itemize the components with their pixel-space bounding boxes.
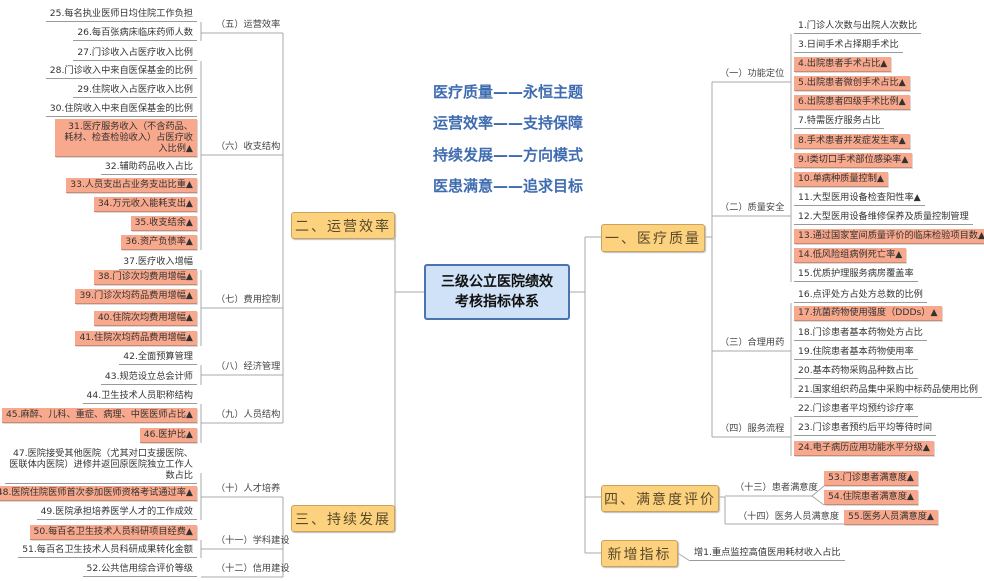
key-indicator-item[interactable]: 50.每百名卫生技术人员科研项目经费▲ (29, 525, 197, 540)
indicator-item[interactable]: 43.规范设立总会计师 (100, 370, 197, 385)
key-indicator-item[interactable]: 46.医护比▲ (139, 428, 197, 443)
group-label[interactable]: （七）费用控制 (216, 294, 281, 305)
indicator-item[interactable]: 47.医院接受其他医院（尤其对口支援医院、医联体内医院）进修并返回原医院独立工作… (5, 446, 197, 484)
key-indicator-item[interactable]: 5.出院患者微创手术占比▲ (794, 76, 910, 91)
key-indicator-item[interactable]: 53.门诊患者满意度▲ (824, 471, 918, 486)
indicator-item[interactable]: 1.门诊人次数与出院人次数比 (794, 19, 922, 34)
group-label[interactable]: （五）运营效率 (216, 19, 281, 30)
branch-quality[interactable]: 一、医疗质量 (601, 224, 705, 252)
key-indicator-item[interactable]: 48.医院住院医师首次参加医师资格考试通过率▲ (0, 486, 197, 501)
slogan-development: 持续发展——方向模式 (433, 146, 584, 164)
key-indicator-item[interactable]: 17.抗菌药物使用强度（DDDs）▲ (794, 306, 942, 321)
indicator-item[interactable]: 11.大型医用设备检查阳性率▲ (794, 191, 925, 206)
key-indicator-item[interactable]: 13.通过国家室间质量评价的临床检验项目数▲ (794, 229, 984, 244)
indicator-item[interactable]: 16.点评处方占处方总数的比例 (794, 288, 927, 303)
indicator-item[interactable]: 23.门诊患者预约后平均等待时间 (794, 421, 937, 436)
indicator-item[interactable]: 51.每百名卫生技术人员科研成果转化金额 (18, 543, 197, 558)
indicator-item[interactable]: 增1.重点监控高值医用耗材收入占比 (690, 546, 845, 561)
indicator-item[interactable]: 7.特需医疗服务占比 (794, 114, 885, 129)
key-indicator-item[interactable]: 39.门诊次均药品费用增幅▲ (75, 289, 197, 304)
indicator-item[interactable]: 3.日间手术占择期手术比 (794, 38, 903, 53)
indicator-item[interactable]: 30.住院收入中来自医保基金的比例 (45, 102, 197, 117)
group-label[interactable]: （十）人才培养 (216, 483, 281, 494)
indicator-item[interactable]: 26.每百张病床临床药师人数 (73, 26, 197, 41)
key-indicator-item[interactable]: 35.收支结余▲ (130, 216, 197, 231)
indicator-item[interactable]: 12.大型医用设备维修保养及质量控制管理 (794, 210, 973, 225)
group-label[interactable]: （八）经济管理 (216, 361, 281, 372)
indicator-item[interactable]: 44.卫生技术人员职称结构 (82, 389, 197, 404)
group-label[interactable]: （三）合理用药 (720, 337, 785, 348)
group-label[interactable]: （二）质量安全 (720, 202, 785, 213)
key-indicator-item[interactable]: 41.住院次均药品费用增幅▲ (75, 331, 197, 346)
key-indicator-item[interactable]: 6.出院患者四级手术比例▲ (794, 95, 910, 110)
root-node[interactable]: 三级公立医院绩效考核指标体系 (424, 264, 570, 320)
indicator-item[interactable]: 21.国家组织药品集中采购中标药品使用比例 (794, 383, 982, 398)
branch-operations[interactable]: 二、运营效率 (291, 212, 395, 239)
slogan-quality: 医疗质量——永恒主题 (433, 83, 584, 101)
key-indicator-item[interactable]: 45.麻醉、儿科、重症、病理、中医医师占比▲ (1, 408, 197, 423)
key-indicator-item[interactable]: 14.低风险组病例死亡率▲ (794, 248, 907, 263)
key-indicator-item[interactable]: 38.门诊次均费用增幅▲ (93, 270, 197, 285)
group-label[interactable]: （六）收支结构 (216, 141, 281, 152)
key-indicator-item[interactable]: 54.住院患者满意度▲ (824, 490, 918, 505)
connector (811, 485, 825, 497)
indicator-item[interactable]: 52.公共信用综合评价等级 (82, 562, 197, 577)
key-indicator-item[interactable]: 33.人员支出占业务支出比重▲ (66, 178, 197, 193)
indicator-item[interactable]: 25.每名执业医师日均住院工作负担 (45, 7, 197, 22)
indicator-item[interactable]: 49.医院承担培养医学人才的工作成效 (36, 505, 197, 520)
branch-development[interactable]: 三、持续发展 (291, 505, 395, 532)
key-indicator-item[interactable]: 31.医疗服务收入（不含药品、耗材、检查检验收入）占医疗收入比例▲ (55, 119, 197, 157)
indicator-item[interactable]: 15.优质护理服务病房覆盖率 (794, 267, 918, 282)
group-label[interactable]: （四）服务流程 (720, 423, 785, 434)
key-indicator-item[interactable]: 36.资产负债率▲ (121, 235, 197, 250)
branch-satisfaction[interactable]: 四、满意度评价 (601, 485, 719, 512)
group-label[interactable]: （一）功能定位 (720, 68, 785, 79)
group-label[interactable]: （十二）信用建设 (216, 563, 290, 574)
group-label[interactable]: （十三）患者满意度 (735, 482, 818, 493)
key-indicator-item[interactable]: 10.单病种质量控制▲ (794, 172, 888, 187)
key-indicator-item[interactable]: 55.医务人员满意度▲ (844, 510, 938, 525)
key-indicator-item[interactable]: 8.手术患者并发症发生率▲ (794, 134, 910, 149)
indicator-item[interactable]: 19.住院患者基本药物使用率 (794, 345, 918, 360)
key-indicator-item[interactable]: 4.出院患者手术占比▲ (794, 57, 892, 72)
slogan-operations: 运营效率——支持保障 (433, 114, 584, 132)
indicator-item[interactable]: 18.门诊患者基本药物处方占比 (794, 326, 927, 341)
indicator-item[interactable]: 20.基本药物采购品种数占比 (794, 364, 918, 379)
slogan-satisfaction: 医患满意——追求目标 (433, 177, 584, 195)
key-indicator-item[interactable]: 34.万元收入能耗支出▲ (93, 197, 197, 212)
key-indicator-item[interactable]: 24.电子病历应用功能水平分级▲ (794, 441, 934, 456)
connector (811, 495, 825, 506)
group-label[interactable]: （十四）医务人员满意度 (738, 511, 840, 522)
indicator-item[interactable]: 32.辅助药品收入占比 (100, 160, 197, 175)
connector (675, 551, 691, 562)
root-title: 三级公立医院绩效考核指标体系 (441, 274, 553, 310)
indicator-item[interactable]: 22.门诊患者平均预约诊疗率 (794, 402, 918, 417)
indicator-item[interactable]: 37.医疗收入增幅 (119, 255, 197, 270)
indicator-item[interactable]: 29.住院收入占医疗收入比例 (73, 83, 197, 98)
group-label[interactable]: （十一）学科建设 (216, 535, 290, 546)
key-indicator-item[interactable]: 40.住院次均费用增幅▲ (93, 311, 197, 326)
indicator-item[interactable]: 28.门诊收入中来自医保基金的比例 (45, 64, 197, 79)
indicator-item[interactable]: 42.全面预算管理 (119, 350, 197, 365)
key-indicator-item[interactable]: 9.Ⅰ类切口手术部位感染率▲ (794, 153, 913, 168)
indicator-item[interactable]: 27.门诊收入占医疗收入比例 (73, 46, 197, 61)
group-label[interactable]: （九）人员结构 (216, 409, 281, 420)
branch-new-indicators[interactable]: 新增指标 (601, 540, 678, 567)
